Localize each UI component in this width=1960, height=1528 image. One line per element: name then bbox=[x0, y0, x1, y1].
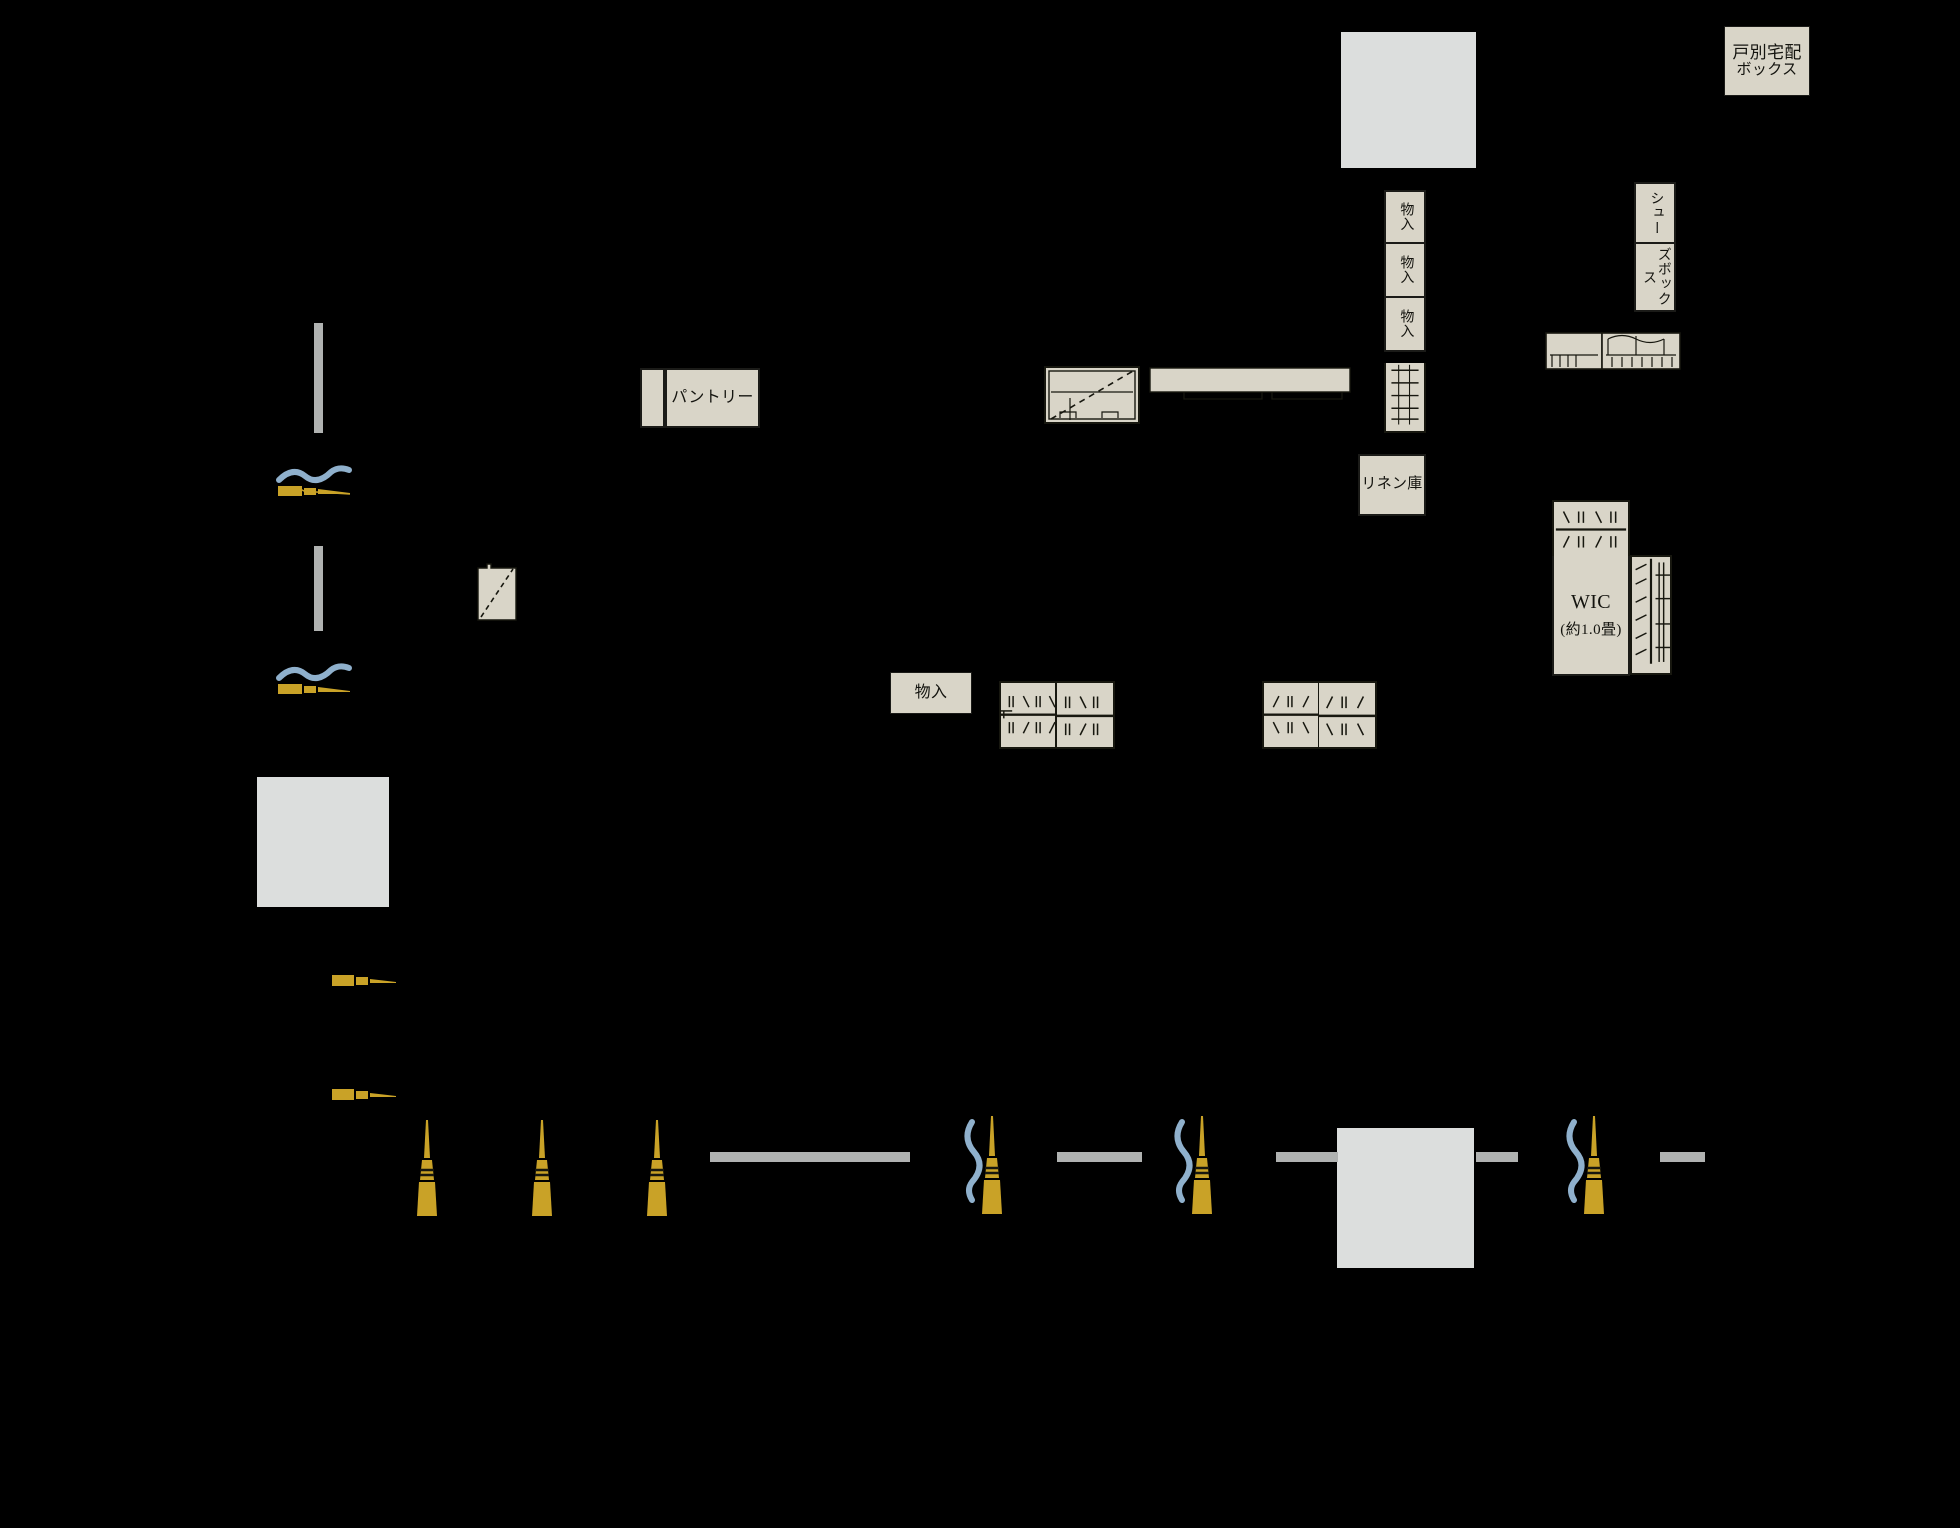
door-marker-b2[interactable] bbox=[525, 1118, 559, 1218]
door-swing-vertical-icon-6 bbox=[1566, 1116, 1604, 1214]
door-marker-left-3[interactable] bbox=[330, 968, 398, 992]
door-marker-left-4[interactable] bbox=[330, 1082, 398, 1106]
storage-1-label: 物入 bbox=[1398, 202, 1414, 232]
closet-hatch-mid-b bbox=[1319, 681, 1377, 749]
closet-hatch-wic-side bbox=[1630, 555, 1672, 675]
room-shoe-box-lower[interactable]: ズボックス bbox=[1634, 244, 1676, 312]
door-marker-b1[interactable] bbox=[410, 1118, 444, 1218]
door-marker-icon-3 bbox=[332, 975, 396, 986]
storage-2-label: 物入 bbox=[1398, 255, 1414, 285]
shoe-box-label-lower: ズボックス bbox=[1641, 247, 1671, 307]
cabinet-icon bbox=[477, 563, 517, 621]
closet-hatch-left-b bbox=[1057, 681, 1115, 749]
room-walk-in-closet[interactable]: WIC (約1.0畳) bbox=[1552, 556, 1630, 676]
room-storage-3[interactable]: 物入 bbox=[1384, 298, 1426, 352]
closet-hatch-mid-a bbox=[1262, 681, 1320, 749]
closet-hatch-left-a bbox=[999, 681, 1057, 749]
room-shoe-box-upper[interactable]: シュー bbox=[1634, 182, 1676, 244]
rod-hatch-mid-b-icon bbox=[1319, 696, 1375, 736]
wall-bar-left-lower bbox=[314, 546, 323, 631]
door-marker-vertical-icon-2 bbox=[532, 1120, 552, 1216]
room-pantry[interactable]: パントリー bbox=[665, 368, 760, 428]
closet-hatch-storage bbox=[1384, 363, 1426, 433]
room-delivery-box[interactable]: 戸別宅配 ボックス bbox=[1724, 26, 1810, 96]
wall-bar-bottom-2 bbox=[1057, 1152, 1142, 1162]
shoe-shelf-icon bbox=[1545, 332, 1681, 370]
door-marker-vertical-icon-1 bbox=[417, 1120, 437, 1216]
door-marker-b5[interactable] bbox=[1170, 1112, 1230, 1218]
room-storage-1[interactable]: 物入 bbox=[1384, 190, 1426, 244]
fixture-pantry-side bbox=[640, 368, 665, 428]
storage-3-label: 物入 bbox=[1398, 309, 1414, 339]
door-marker-left-2[interactable] bbox=[276, 660, 352, 708]
rod-hatch-mid-a-icon bbox=[1264, 695, 1318, 734]
wall-bar-bottom-5 bbox=[1660, 1152, 1705, 1162]
fixture-bathtub bbox=[1044, 366, 1140, 424]
door-marker-b3[interactable] bbox=[640, 1118, 674, 1218]
room-linen-closet[interactable]: リネン庫 bbox=[1358, 454, 1426, 516]
slab-balcony-top-right bbox=[1341, 32, 1476, 168]
wall-bar-bottom-4 bbox=[1476, 1152, 1518, 1162]
door-swing-horizontal-icon bbox=[276, 465, 352, 496]
door-swing-vertical-icon-5 bbox=[1174, 1116, 1212, 1214]
door-marker-left-1[interactable] bbox=[276, 462, 352, 510]
delivery-box-label-line1: 戸別宅配 bbox=[1732, 42, 1802, 62]
slab-balcony-left-middle bbox=[257, 777, 389, 907]
bathtub-icon bbox=[1044, 366, 1140, 424]
kitchen-counter-icon bbox=[1149, 367, 1351, 400]
wall-bar-left-upper bbox=[314, 323, 323, 433]
door-marker-b6[interactable] bbox=[1562, 1112, 1622, 1218]
rod-hatch-left-b-icon bbox=[1057, 696, 1113, 736]
wall-bar-bottom-3 bbox=[1276, 1152, 1338, 1162]
slab-balcony-bottom bbox=[1337, 1128, 1474, 1268]
wall-bar-bottom-1 bbox=[710, 1152, 910, 1162]
wic-label: WIC bbox=[1570, 590, 1612, 613]
door-swing-vertical-icon-4 bbox=[964, 1116, 1002, 1214]
fixture-kitchen-counter bbox=[1149, 367, 1351, 400]
room-storage-2[interactable]: 物入 bbox=[1384, 244, 1426, 298]
rod-hatch-left-a-icon bbox=[1001, 695, 1055, 734]
rod-hatch-wic-side-icon bbox=[1635, 558, 1670, 664]
room-storage-4[interactable]: 物入 bbox=[890, 672, 972, 714]
closet-hatch-wic-top bbox=[1552, 500, 1630, 558]
rod-hatch-vertical-icon bbox=[1391, 364, 1419, 425]
delivery-box-label-line2: ボックス bbox=[1736, 62, 1798, 79]
door-marker-b4[interactable] bbox=[960, 1112, 1020, 1218]
fixture-shoe-shelf bbox=[1545, 331, 1681, 371]
door-marker-icon-4 bbox=[332, 1089, 396, 1100]
door-swing-horizontal-icon-2 bbox=[276, 663, 352, 694]
wic-area-label: (約1.0畳) bbox=[1560, 621, 1622, 638]
shoe-box-label-upper: シュー bbox=[1648, 190, 1664, 236]
pantry-label: パントリー bbox=[671, 388, 754, 406]
door-marker-vertical-icon-3 bbox=[647, 1120, 667, 1216]
linen-closet-label: リネン庫 bbox=[1361, 476, 1423, 493]
rod-hatch-wic-top-icon bbox=[1555, 511, 1627, 548]
storage-4-label: 物入 bbox=[914, 683, 948, 701]
fixture-small-cabinet bbox=[477, 563, 517, 621]
